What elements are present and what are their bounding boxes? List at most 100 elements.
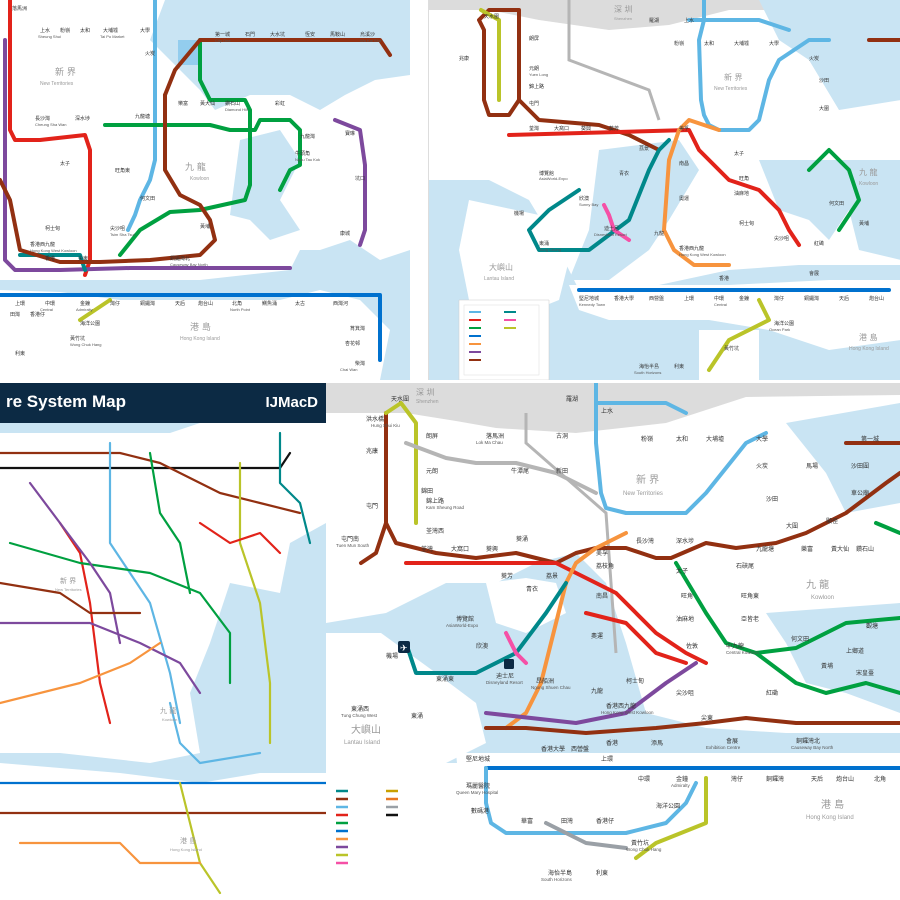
label-br-mei-foo-zh: 美孚	[596, 549, 608, 557]
label-br-fanling-zh: 粉嶺	[641, 435, 653, 443]
label-tr-exhibition-centre-zh: 會展	[809, 270, 819, 277]
label-br-wong-chuk-hang-en: Wong Chuk Hang	[626, 847, 662, 852]
label-tr-tin-hau-zh: 天后	[839, 295, 849, 302]
label-tl-wu-kai-sha-zh: 烏溪沙	[360, 31, 375, 38]
blue-south-bl	[168, 701, 262, 765]
map-bl-svg: 新 界 New Territories 九 龍 Kowloon 港 島 Hong…	[0, 423, 326, 900]
label-tl-hong-kong-zh: 香港	[45, 255, 55, 262]
label-br-ngong-shuen-chau-en: Ngong Shuen Chau	[531, 685, 571, 690]
legend-br	[331, 783, 446, 893]
label-br-lok-ma-chau-en: Lok Ma Chau	[476, 440, 503, 445]
label-tl-ocean-park-zh: 海洋公園	[80, 320, 100, 327]
label-br-causeway-bay-north-zh: 銅鑼灣北	[796, 737, 820, 745]
label-br-tin-wan-zh: 田灣	[561, 817, 573, 825]
label-tr-central-en: Central	[714, 302, 727, 307]
label-tl-north-point-zh: 北角	[232, 300, 242, 307]
label-tl-chai-wan-en: Chai Wan	[340, 367, 357, 372]
kwun-tong-east-br	[754, 651, 900, 695]
label-br-kam-sheung-road-en: Kam Sheung Road	[426, 505, 465, 510]
region-br-kowloon-en: Kowloon	[811, 595, 834, 601]
label-br-ho-man-tin-zh: 何文田	[791, 635, 809, 643]
tko-line-bl	[0, 621, 202, 695]
label-br-sha-tin-wai-zh: 沙田圍	[851, 463, 869, 470]
label-tl-sham-shui-po-zh: 深水埗	[75, 115, 90, 122]
label-br-hin-keng-zh: 顯徑	[826, 517, 838, 525]
label-br-kennedy-town-zh: 堅尼地城	[466, 755, 490, 763]
label-br-disneyland-zh: 迪士尼	[496, 672, 514, 680]
kwun-tong-line-east	[103, 118, 302, 192]
green-ne-br	[874, 521, 900, 535]
label-tl-heng-on-zh: 恆安	[305, 31, 315, 38]
disneyland-line-tr	[602, 203, 631, 242]
region-tr-kowloon-zh: 九 龍	[859, 167, 878, 177]
label-tl-lohas-park-zh: 康城	[340, 230, 350, 237]
region-tl-kowloon-zh: 九 龍	[185, 161, 206, 173]
legend-tr	[463, 304, 540, 376]
label-tr-kwai-fong-zh: 葵芳	[609, 125, 619, 132]
tseung-kwan-o-line-west	[3, 38, 292, 272]
label-tr-tai-po-market-zh: 大埔墟	[734, 40, 749, 47]
label-br-lai-king-zh: 荔景	[546, 572, 558, 580]
label-br-hong-kong-zh: 香港	[606, 739, 618, 747]
region-br-hk-island-en: Hong Kong Island	[806, 815, 854, 821]
region-tl-kowloon-en: Kowloon	[190, 176, 209, 182]
label-br-kwun-tong-zh: 觀塘	[866, 622, 878, 630]
label-br-tung-chung-west-zh: 東涌西	[351, 705, 369, 713]
label-tl-prince-edward-zh: 太子	[60, 160, 70, 167]
light-rail-br	[384, 401, 418, 525]
label-tr-mei-foo-zh: 美孚	[679, 125, 689, 132]
label-br-tsing-yi-zh: 青衣	[526, 585, 538, 593]
label-br-exhibition-centre-zh: 會展	[726, 737, 738, 745]
label-tl-cheung-sha-wan-zh: 長沙灣	[35, 115, 50, 122]
label-br-kwai-chung-zh: 葵涌	[516, 535, 528, 543]
label-tl-diamond-hill-zh: 鑽石山	[225, 100, 240, 107]
label-tl-causeway-bay-zh: 銅鑼灣	[140, 300, 155, 307]
region-tr-new-territories-en: New Territories	[714, 86, 748, 92]
label-tr-ocean-park-en: Ocean Park	[769, 327, 790, 332]
label-tr-lei-tung-zh: 利東	[674, 363, 684, 370]
label-br-jordan-zh: 佐敦	[686, 642, 698, 650]
label-br-sung-wong-toi-zh: 宋皇臺	[856, 669, 874, 677]
label-tr-university-zh: 大學	[769, 40, 779, 47]
label-br-hk-west-kowloon-zh: 香港西九龍	[606, 702, 636, 710]
label-tl-tsim-sha-tsui-zh: 尖沙咀	[110, 225, 125, 232]
label-tl-diamond-hill-en: Diamond Hill	[225, 107, 248, 112]
label-br-tuen-mun-south-en: Tuen Mun South	[336, 543, 370, 548]
south-island-line	[78, 298, 112, 322]
label-tl-sheung-wan-zh: 上環	[15, 300, 25, 307]
purple-link-br	[484, 661, 698, 725]
label-tr-siu-hong-zh: 兆康	[459, 55, 469, 62]
label-tr-kwai-hing-zh: 葵興	[581, 125, 591, 132]
region-br-hk-island-zh: 港 島	[821, 798, 844, 811]
label-tl-fortress-hill-zh: 炮台山	[198, 300, 213, 307]
label-tl-kowloon-tong-zh: 九龍塘	[135, 113, 150, 120]
label-tl-admiralty-en: Admiralty	[76, 307, 93, 312]
label-tr-sheung-wan-zh: 上環	[684, 295, 694, 302]
label-tr-central-zh: 中環	[714, 295, 724, 302]
region-br-new-territories-zh: 新 界	[636, 473, 659, 486]
label-br-tung-chung-east-zh: 東涌東	[436, 675, 454, 683]
label-tl-lok-ma-chau-zh: 落馬洲	[12, 5, 27, 12]
label-tr-south-horizons-zh: 海怡半島	[639, 363, 659, 370]
region-tr-shenzhen-en: Shenzhen	[614, 16, 632, 21]
label-tr-asiaworld-expo-en: AsiaWorld-Expo	[539, 176, 568, 181]
olive-line-bl	[238, 461, 272, 745]
label-tl-tin-hau-zh: 天后	[175, 300, 185, 307]
kwun-tong-line-tr	[807, 148, 861, 232]
tsuen-wan-line-br	[404, 561, 708, 665]
label-br-wan-chai-zh: 灣仔	[731, 775, 743, 783]
label-tr-sai-ying-pun-zh: 西營盤	[649, 295, 664, 302]
label-br-cyberport-zh: 數碼港	[471, 807, 489, 815]
label-br-exhibition-centre-en: Exhibition Centre	[706, 745, 741, 750]
label-br-university-zh: 大學	[756, 435, 768, 443]
label-br-racecourse-zh: 馬場	[806, 462, 818, 470]
east-rail-line-br	[594, 383, 768, 515]
label-tl-shek-mun-zh: 石門	[245, 32, 255, 38]
label-br-austin-zh: 柯士甸	[626, 677, 644, 685]
label-tl-ma-on-shan-zh: 馬鞍山	[330, 31, 345, 38]
label-tr-tai-wai-zh: 大圍	[819, 105, 829, 112]
label-tr-admiralty-zh: 金鐘	[739, 295, 749, 302]
airport-plane-icon: ✈	[398, 641, 410, 653]
label-br-disneyland-en: Disneyland Resort	[486, 680, 524, 685]
label-br-lai-chi-kok-zh: 荔枝角	[596, 562, 614, 570]
